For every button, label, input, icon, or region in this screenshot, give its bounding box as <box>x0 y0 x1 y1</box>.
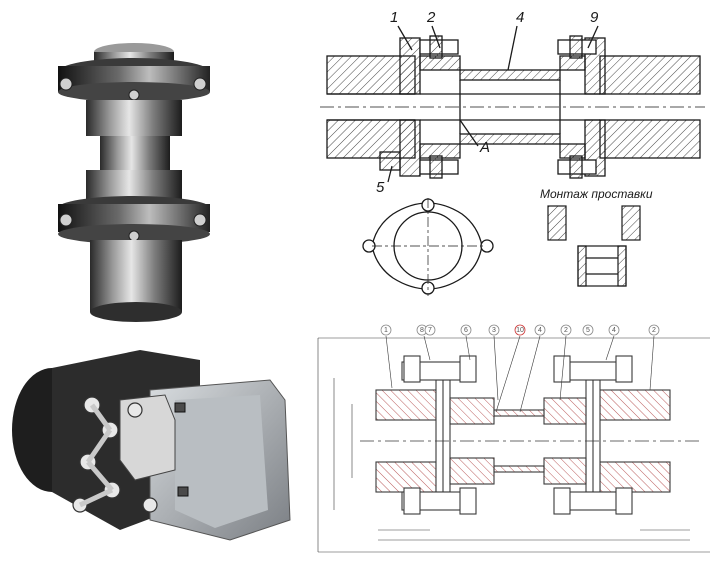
balloon-8: 8 <box>420 327 424 334</box>
bottom-balloons <box>380 324 660 336</box>
bottom-balloon-labels: 1 8 7 6 3 10 4 2 5 4 2 <box>384 327 656 334</box>
callout-4: 4 <box>516 9 524 26</box>
assembly-caption: Монтаж проставки <box>540 187 653 201</box>
callout-1: 1 <box>390 9 398 26</box>
balloon-10: 10 <box>516 327 524 334</box>
balloon-5: 5 <box>586 327 590 334</box>
top-callout-labels: 1 2 4 9 A 5 <box>376 9 599 196</box>
callout-a: A <box>479 139 490 156</box>
callout-2: 2 <box>426 9 436 26</box>
section-drawing-bottom <box>317 335 710 553</box>
balloon-2a: 2 <box>564 327 568 334</box>
balloon-3: 3 <box>492 327 496 334</box>
balloon-7: 7 <box>428 327 432 334</box>
callout-5: 5 <box>376 179 385 196</box>
coupling-photo <box>40 20 250 322</box>
flange-plate-view <box>362 198 494 296</box>
cutaway-render <box>12 350 291 541</box>
balloon-4b: 4 <box>612 327 616 334</box>
balloon-6: 6 <box>464 327 468 334</box>
balloon-2b: 2 <box>652 327 656 334</box>
balloon-4a: 4 <box>538 327 542 334</box>
section-drawing-top <box>320 25 705 183</box>
balloon-1: 1 <box>384 327 388 334</box>
callout-9: 9 <box>590 9 599 26</box>
spacer-assembly-view: Монтаж проставки <box>540 187 653 287</box>
